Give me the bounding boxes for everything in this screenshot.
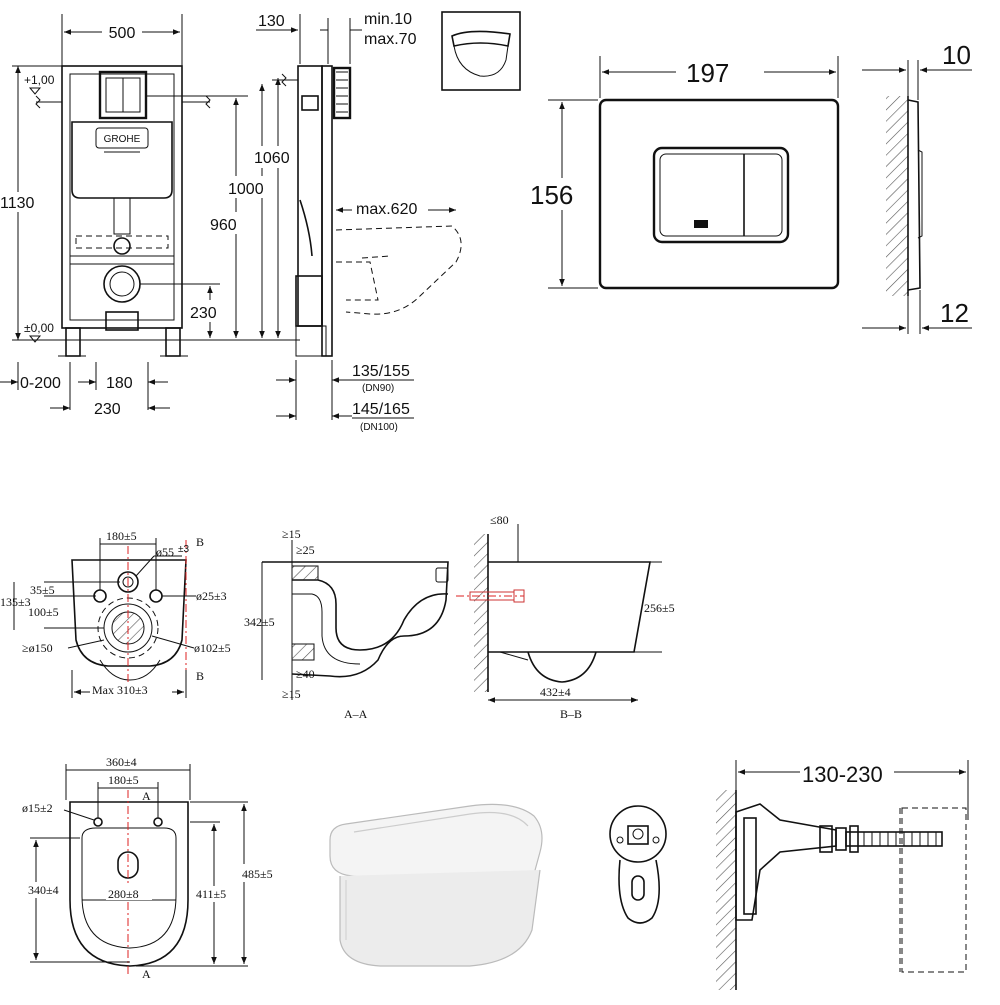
section-marker-a-bottom: A	[142, 967, 151, 981]
level-zero: ±0,00	[24, 321, 54, 335]
level-plus-one: +1,00	[24, 73, 55, 87]
dim-plate-thickness-12: 12	[940, 298, 969, 328]
flush-plate-front-view: 197 156	[528, 54, 840, 290]
dim-max-620: max.620	[356, 201, 417, 218]
dim-length-432: 432±4	[540, 685, 571, 699]
dim-dn100-value: 145/165	[352, 401, 410, 418]
svg-text:GROHE: GROHE	[104, 134, 141, 145]
dim-max-70: max.70	[364, 31, 417, 48]
dim-min-10: min.10	[364, 11, 412, 28]
dim-height-960: 960	[210, 217, 237, 234]
dim-height-230: 230	[190, 305, 217, 322]
fixing-bolt-side: 130-230	[716, 760, 969, 990]
dim-width-360: 360±4	[106, 755, 137, 769]
dim-ge-40: ≥40	[296, 667, 315, 681]
dim-dia-55: ø55	[156, 545, 174, 559]
dim-bolt-range: 130-230	[802, 762, 883, 787]
section-marker-a-top: A	[142, 789, 151, 803]
fixing-bracket-front	[609, 805, 667, 924]
dim-hole-spacing-180: 180±5	[106, 529, 137, 543]
dim-hole-spacing-180-top: 180±5	[108, 773, 139, 787]
dim-ge-25: ≥25	[296, 543, 315, 557]
dim-dia-15: ø15±2	[22, 801, 53, 815]
dim-485: 485±5	[242, 867, 273, 881]
dim-dia-25: ø25±3	[196, 589, 227, 603]
dim-180: 180	[106, 375, 133, 392]
dim-offset-130: 130	[258, 13, 285, 30]
dim-dn90-value: 135/155	[352, 363, 410, 380]
dim-280: 280±8	[108, 887, 139, 901]
flush-plate-side-view: 10 12	[862, 40, 972, 334]
dim-411: 411±5	[196, 887, 226, 901]
dim-340: 340±4	[28, 883, 59, 897]
dim-le-80: ≤80	[490, 513, 509, 527]
installation-frame-front-view: 500 GROHE +1,00 ±	[0, 14, 300, 418]
dim-height-256: 256±5	[644, 601, 675, 615]
toilet-thumbnail	[441, 11, 521, 91]
toilet-section-b-b: ≤80 256±5 432±4 B–B	[456, 513, 675, 721]
toilet-product-render	[329, 803, 543, 967]
grohe-logo	[95, 127, 149, 149]
dim-135: 135±3	[0, 595, 31, 609]
dim-height-1130: 1130	[0, 195, 35, 212]
dim-dia-55-tol: ±3	[178, 544, 189, 555]
section-marker-b-top: B	[196, 535, 204, 549]
toilet-back-view: 180±5 B B ø55 ±3 35±5 135±3 100±5 ø25±3 …	[0, 529, 231, 700]
dim-frame-width: 500	[109, 25, 136, 42]
dim-offset-0-200: 0-200	[20, 375, 61, 392]
dim-height-342: 342±5	[244, 615, 275, 629]
dim-ge-15-bottom: ≥15	[282, 687, 301, 701]
installation-frame-side-view: 130 min.10 max.70 max.620 135/155 (DN90)…	[256, 11, 462, 433]
bolt-thread	[863, 832, 937, 846]
dim-230-bottom: 230	[94, 401, 121, 418]
toilet-top-view: 360±4 180±5 A A ø15±2 340±4 280±8 411±5 …	[22, 755, 273, 981]
section-b-caption: B–B	[560, 707, 582, 721]
dim-height-1000: 1000	[228, 181, 264, 198]
dim-plate-height: 156	[530, 180, 573, 210]
toilet-section-a-a: ≥15 ≥25 342±5 ≥40 ≥15 A–A	[244, 527, 449, 721]
dim-dia-102: ø102±5	[194, 641, 231, 655]
dim-100: 100±5	[28, 605, 59, 619]
flush-icon	[694, 220, 708, 228]
dim-dia-150: ≥ø150	[22, 641, 53, 655]
dim-dn90-label: (DN90)	[362, 383, 394, 394]
section-a-caption: A–A	[344, 707, 368, 721]
dim-ge-15-top: ≥15	[282, 527, 301, 541]
dim-max-width-310: Max 310±3	[92, 683, 148, 697]
dim-dn100-label: (DN100)	[360, 422, 398, 433]
section-marker-b-bottom: B	[196, 669, 204, 683]
dim-35: 35±5	[30, 583, 55, 597]
dim-plate-width: 197	[686, 58, 729, 88]
dim-plate-thickness-10: 10	[942, 40, 971, 70]
dim-height-1060: 1060	[254, 150, 290, 167]
